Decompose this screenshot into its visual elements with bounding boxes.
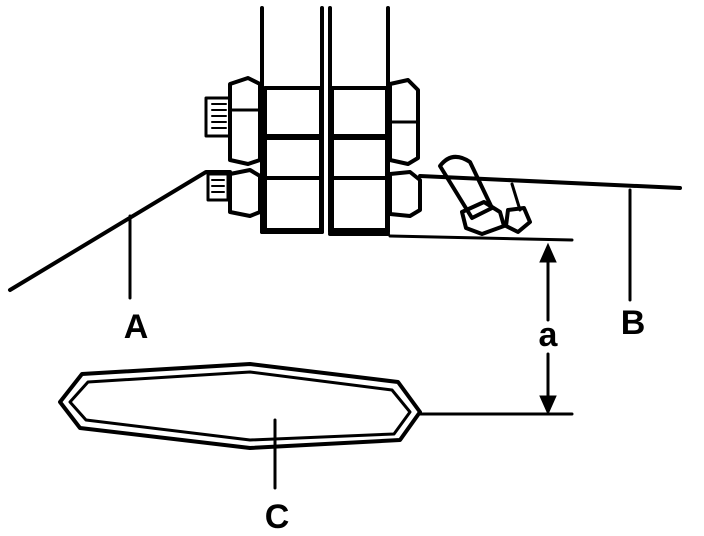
- tilted-pin: [438, 154, 532, 236]
- dimension-a: [418, 242, 574, 416]
- shaft-assembly: [260, 6, 390, 236]
- clamp-blocks: [263, 86, 389, 232]
- label-a: A: [124, 308, 149, 346]
- reference-line-b: [418, 174, 682, 190]
- label-c: C: [265, 498, 290, 536]
- upper-bolt: [204, 76, 420, 166]
- plate-c: [58, 362, 422, 450]
- frame-edge-a: [8, 170, 232, 292]
- label-dimension-a: a: [539, 316, 559, 354]
- label-b: B: [621, 304, 646, 342]
- upper-reference-line: [388, 234, 574, 242]
